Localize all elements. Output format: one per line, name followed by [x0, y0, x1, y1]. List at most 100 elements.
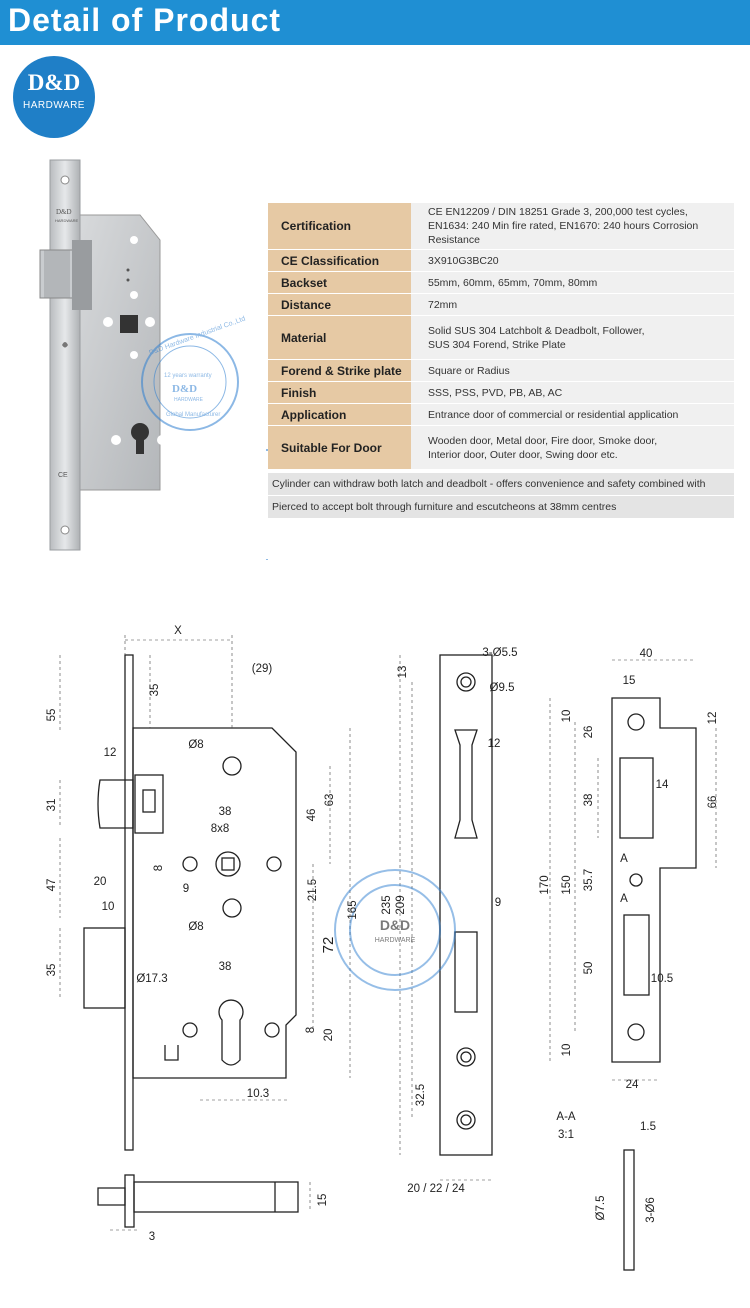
- dimension-label: Ø8: [188, 739, 203, 751]
- dimension-label: 8: [153, 865, 165, 871]
- dimension-label: 12: [104, 747, 117, 759]
- drawing-watermark-sub: HARDWARE: [375, 937, 416, 944]
- spec-value: 72mm: [411, 293, 734, 316]
- dimension-label: A-A: [556, 1111, 576, 1123]
- spec-value-line: Solid SUS 304 Latchbolt & Deadbolt, Foll…: [428, 324, 645, 337]
- watermark-bottom-text: Global Manufacturer: [166, 412, 220, 418]
- spec-value: Square or Radius: [411, 359, 734, 382]
- dimension-label: 12: [488, 738, 501, 750]
- dead-bolt: [72, 240, 92, 310]
- drawing-watermark-brand: D&D: [380, 917, 410, 933]
- spec-row: Finish SSS, PSS, PVD, PB, AB, AC: [268, 381, 734, 404]
- spec-value-line: SSS, PSS, PVD, PB, AB, AC: [428, 386, 563, 399]
- dimension-label: 26: [583, 726, 595, 739]
- dimension-label: 3: [149, 1231, 155, 1243]
- dimension-label: 1.5: [640, 1121, 656, 1133]
- dimension-label: 38: [219, 961, 232, 973]
- dimension-label: 10.5: [651, 973, 673, 985]
- dimension-label: 35.7: [583, 869, 595, 891]
- spec-value: Solid SUS 304 Latchbolt & Deadbolt, Foll…: [411, 315, 734, 360]
- plate-logo-sub: HARDWARE: [55, 218, 79, 223]
- dimension-label: 10: [561, 710, 573, 723]
- spec-key: Application: [268, 403, 411, 426]
- spec-note-1: Cylinder can withdraw both latch and dea…: [268, 473, 734, 512]
- spec-value-line: Wooden door, Metal door, Fire door, Smok…: [428, 434, 658, 447]
- spec-key: Suitable For Door: [268, 425, 411, 470]
- dimension-label: 47: [46, 879, 58, 892]
- watermark-top-text: D&D Hardware Industrial Co.,Ltd: [148, 315, 246, 356]
- dimension-label: 72: [320, 937, 337, 954]
- dimension-label: 170: [539, 875, 551, 894]
- spec-value-line: Square or Radius: [428, 364, 510, 377]
- logo-sub-text: HARDWARE: [23, 100, 85, 111]
- dimension-label: 9: [495, 897, 501, 909]
- dimension-label: 12: [707, 712, 719, 725]
- dimension-label: 10: [561, 1044, 573, 1057]
- dimension-label: 13: [397, 666, 409, 679]
- dimension-label: 31: [46, 799, 58, 812]
- spec-row: Material Solid SUS 304 Latchbolt & Deadbo…: [268, 315, 734, 360]
- dimension-label: 14: [656, 779, 669, 791]
- dimension-label: 20 / 22 / 24: [407, 1183, 465, 1195]
- drawing-watermark: [334, 869, 456, 991]
- page-title: Detail of Product: [8, 2, 282, 38]
- dimension-label: 3:1: [558, 1129, 574, 1141]
- dimension-label: 15: [317, 1194, 329, 1207]
- spec-key: Finish: [268, 381, 411, 404]
- dimension-label: 9: [183, 883, 189, 895]
- spec-note-2: Pierced to accept bolt through furniture…: [268, 496, 734, 518]
- latch-bolt: [39, 249, 77, 299]
- dimension-label: A: [620, 893, 628, 905]
- dimension-label: 8: [305, 1027, 317, 1033]
- watermark-brand-text: D&D: [172, 383, 197, 395]
- spec-value-line: 55mm, 60mm, 65mm, 70mm, 80mm: [428, 276, 598, 289]
- spec-value: CE EN12209 / DIN 18251 Grade 3, 200,000 …: [411, 203, 734, 250]
- spec-value-line: 72mm: [428, 298, 458, 311]
- spec-key: Certification: [268, 203, 411, 250]
- spec-value-line: CE EN12209 / DIN 18251 Grade 3, 200,000 …: [428, 206, 688, 218]
- watermark-mid-text: 12 years warranty: [164, 373, 212, 379]
- spec-row: Forend & Strike plate Square or Radius: [268, 359, 734, 382]
- dimension-label: 32.5: [415, 1084, 427, 1106]
- spec-key: Distance: [268, 293, 411, 316]
- spec-row: Application Entrance door of commercial o…: [268, 403, 734, 426]
- logo-main-text: D&D: [27, 70, 81, 95]
- dimension-label: 50: [583, 962, 595, 975]
- spec-key: Backset: [268, 271, 411, 294]
- forend-plate: [49, 159, 81, 551]
- spec-value: 3X910G3BC20: [411, 249, 734, 272]
- dimension-label: 24: [626, 1079, 639, 1091]
- spec-value: Entrance door of commercial or residenti…: [411, 403, 734, 426]
- dimension-label: 35: [149, 684, 161, 697]
- watermark-brand-sub: HARDWARE: [174, 397, 204, 403]
- product-photo: D&D HARDWARE CE D&D Hardware Industrial …: [39, 159, 268, 560]
- dimension-label: 209: [395, 895, 407, 914]
- dimension-label: 20: [94, 876, 107, 888]
- dimension-label: Ø7.5: [595, 1196, 607, 1221]
- lock-case-outline: [83, 654, 697, 1271]
- dimension-label: Ø9.5: [490, 682, 515, 694]
- spec-row: Certification CE EN12209 / DIN 18251 Grad…: [268, 203, 734, 250]
- dimension-label: 8x8: [211, 823, 230, 835]
- spec-value-line: Entrance door of commercial or residenti…: [428, 408, 679, 421]
- ce-mark: CE: [58, 472, 68, 479]
- dimension-label: 40: [640, 648, 653, 660]
- spec-key: Material: [268, 315, 411, 360]
- spec-value: Wooden door, Metal door, Fire door, Smok…: [411, 425, 734, 470]
- spec-value-line: Interior door, Outer door, Swing door et…: [428, 448, 618, 461]
- dimension-label: A: [620, 853, 628, 865]
- dimension-label: (29): [252, 663, 273, 675]
- dimension-label: 46: [306, 809, 318, 822]
- dimension-label: Ø8: [188, 921, 203, 933]
- dimension-label: 150: [561, 875, 573, 894]
- dimension-label: 66: [707, 796, 719, 809]
- spec-value: 55mm, 60mm, 65mm, 70mm, 80mm: [411, 271, 734, 294]
- spec-key: Forend & Strike plate: [268, 359, 411, 382]
- dimension-label: 63: [324, 794, 336, 807]
- brand-logo: D&D HARDWARE: [13, 56, 95, 138]
- dimension-label: Ø17.3: [136, 973, 167, 985]
- dimension-label: 235: [381, 895, 393, 914]
